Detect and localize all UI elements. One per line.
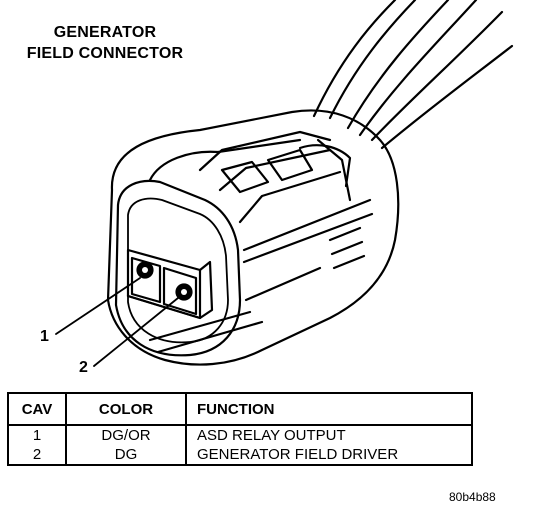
callout-2-leader <box>93 297 179 367</box>
callout-2-label: 2 <box>79 359 88 376</box>
callout-1-label: 1 <box>40 328 49 345</box>
connector-body <box>106 109 400 366</box>
table-row: 2 DG GENERATOR FIELD DRIVER <box>7 445 473 466</box>
row-2-function: GENERATOR FIELD DRIVER <box>185 445 473 466</box>
header-cav: CAV <box>7 392 67 426</box>
title-line-2: FIELD CONNECTOR <box>26 45 184 62</box>
wire-harness <box>312 0 514 150</box>
pinout-table: CAV COLOR FUNCTION 1 DG/OR ASD RELAY OUT… <box>7 392 473 466</box>
title-line-1: GENERATOR <box>53 24 157 41</box>
terminal-block <box>126 248 214 320</box>
header-color: COLOR <box>65 392 187 426</box>
cavity-2-terminal <box>175 283 193 301</box>
cavity-1-terminal <box>136 261 154 279</box>
pinout-header-row: CAV COLOR FUNCTION <box>7 392 473 426</box>
row-1-cav: 1 <box>7 425 67 445</box>
row-2-cav: 2 <box>7 445 67 466</box>
header-function: FUNCTION <box>185 392 473 426</box>
connector-illustration <box>55 0 514 367</box>
row-1-function: ASD RELAY OUTPUT <box>185 425 473 445</box>
row-2-color: DG <box>65 445 187 466</box>
diagram-title: GENERATOR FIELD CONNECTOR <box>0 22 210 64</box>
callout-1-leader <box>55 277 141 335</box>
figure-code: 80b4b88 <box>449 490 496 504</box>
row-1-color: DG/OR <box>65 425 187 445</box>
table-row: 1 DG/OR ASD RELAY OUTPUT <box>7 425 473 445</box>
